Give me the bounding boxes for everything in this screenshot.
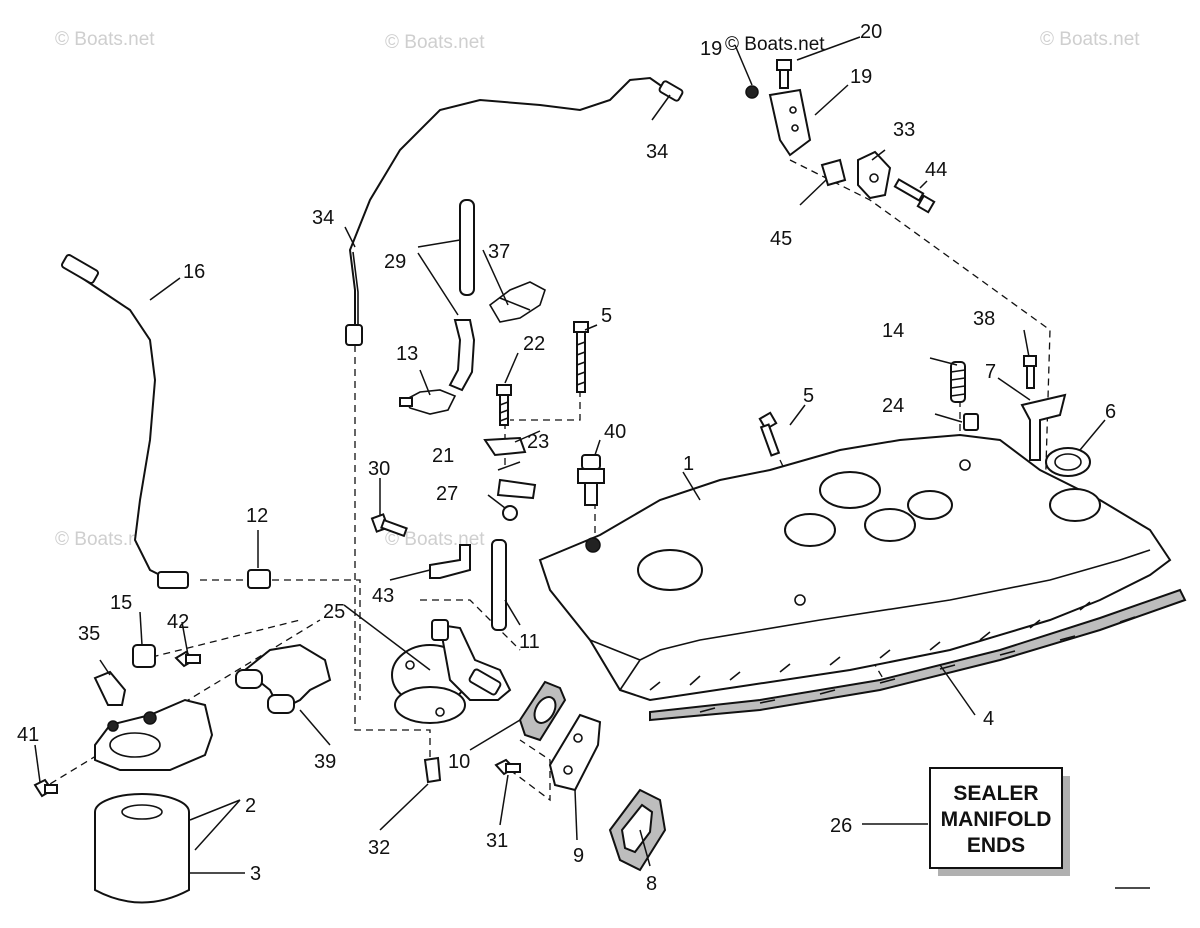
sealer-line-2: MANIFOLD: [941, 808, 1052, 831]
dash-line-15: [139, 619, 301, 661]
callout-4: 4: [983, 708, 994, 730]
fuel-pump-25: [391, 619, 512, 784]
callout-32: 32: [368, 837, 390, 859]
watermark-2: © Boats.net: [385, 32, 485, 53]
callout-25: 25: [323, 601, 345, 623]
callout-31: 31: [486, 830, 508, 852]
bracket-19: [745, 85, 812, 157]
callout-7: 7: [985, 361, 996, 383]
plate-9: [548, 713, 602, 792]
gasket-10: [518, 680, 567, 742]
callout-3: 3: [250, 863, 261, 885]
callout-6: 6: [1105, 401, 1116, 423]
gasket-8: [608, 788, 667, 872]
sender-40: [577, 454, 605, 506]
callout-24: 24: [882, 395, 904, 417]
watermark-top: © Boats.net: [725, 34, 825, 55]
fuel-line-34: [345, 76, 684, 346]
leader-lines: [34, 36, 1150, 889]
callout-42: 42: [167, 611, 189, 633]
callout-9: 9: [573, 845, 584, 867]
callout-22: 22: [523, 333, 545, 355]
callout-21: 21: [432, 445, 454, 467]
callout-27: 27: [436, 483, 458, 505]
clip-33: [857, 150, 892, 200]
dash-line-43: [420, 599, 521, 651]
dash-line-41: [39, 619, 321, 791]
callout-37: 37: [488, 241, 510, 263]
callout-30: 30: [368, 458, 390, 480]
callout-34b: 34: [312, 207, 334, 229]
callout-16: 16: [183, 261, 205, 283]
callout-20: 20: [860, 21, 882, 43]
filter-head-2: [94, 698, 214, 771]
plug-15: [132, 644, 156, 668]
callout-13: 13: [396, 343, 418, 365]
callout-15: 15: [110, 592, 132, 614]
bracket-43: [429, 544, 471, 579]
sealer-line-3: ENDS: [967, 834, 1025, 857]
callout-35: 35: [78, 623, 100, 645]
clamp-13: [399, 389, 457, 415]
callout-numbers: 1 2 3 4 5 5 6 7 8 9 10 11 12 13 14 15 16…: [17, 21, 1116, 895]
fuel-filter-3: [94, 793, 190, 904]
callout-19b: 19: [850, 66, 872, 88]
intake-manifold: [538, 433, 1172, 702]
watermark-4: © Boats.net: [55, 529, 155, 550]
callout-29: 29: [384, 251, 406, 273]
callout-1: 1: [683, 453, 694, 475]
callout-12: 12: [246, 505, 268, 527]
callout-5b: 5: [803, 385, 814, 407]
callout-41: 41: [17, 724, 39, 746]
callout-26: 26: [830, 815, 852, 837]
watermark-3: © Boats.net: [1040, 29, 1140, 50]
callout-11: 11: [519, 631, 540, 653]
adapter-39: [235, 643, 332, 714]
callout-23: 23: [527, 431, 549, 453]
callout-45: 45: [770, 228, 792, 250]
sealer-note-box: SEALER MANIFOLD ENDS: [929, 767, 1070, 876]
bracket-7: [1020, 393, 1067, 461]
tube-11: [491, 539, 507, 631]
callout-34a: 34: [646, 141, 668, 163]
callout-8: 8: [646, 873, 657, 895]
fuel-line-16: [61, 254, 189, 589]
dash-fuel-line-drop: [354, 345, 431, 760]
callout-33: 33: [893, 119, 915, 141]
fitting-35: [93, 670, 127, 706]
callout-14: 14: [882, 320, 904, 342]
callout-39: 39: [314, 751, 336, 773]
bolts: [33, 59, 1037, 798]
clip-45: [820, 158, 847, 187]
callout-40: 40: [604, 421, 626, 443]
hose-29: [448, 199, 476, 392]
clamp-37: [488, 281, 546, 323]
callout-43: 43: [372, 585, 394, 607]
callout-2: 2: [245, 795, 256, 817]
watermark-1: © Boats.net: [55, 29, 155, 50]
gasket-6: [1045, 447, 1091, 477]
callout-19a: 19: [700, 38, 722, 60]
bracket-23: [483, 436, 537, 521]
manifold-gasket: [649, 588, 1187, 722]
stud-14: [950, 361, 979, 431]
dash-line-31: [509, 739, 551, 802]
callout-10: 10: [448, 751, 470, 773]
callout-44: 44: [925, 159, 947, 181]
callout-5a: 5: [601, 305, 612, 327]
fitting-12: [247, 569, 271, 589]
callout-38: 38: [973, 308, 995, 330]
sealer-line-1: SEALER: [953, 782, 1038, 805]
